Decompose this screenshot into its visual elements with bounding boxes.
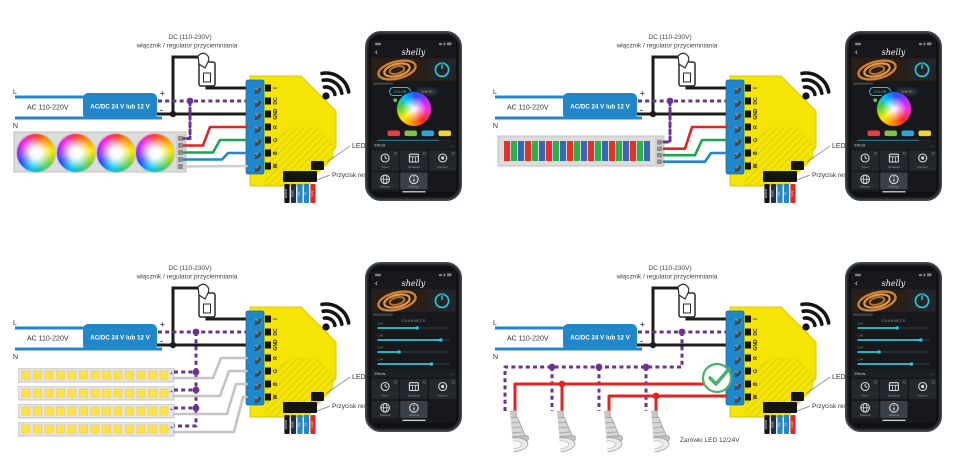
led-bulbs-label: Żarówki LED 12/24V [680, 435, 740, 444]
color-wheel [396, 92, 431, 126]
wire-plus-trunk [174, 332, 198, 428]
junction-dot [595, 363, 603, 371]
rgb-led-dot [135, 133, 175, 173]
color-wheel [876, 92, 911, 126]
quadrant-rgbw-dot-strip [13, 32, 461, 203]
wire-gray-ch1 [172, 356, 248, 380]
compatibility-check-icon [701, 362, 733, 394]
wire-gray-ch3 [172, 382, 248, 416]
wire-plus-branch [182, 99, 192, 140]
junction-dot [192, 328, 200, 336]
wire-gray-ch2 [172, 369, 248, 398]
junction-dot [192, 386, 200, 394]
junction-dot [666, 97, 674, 105]
junction-dot [192, 368, 200, 376]
wire-blue [662, 151, 728, 163]
wire-plus-branch [662, 99, 672, 144]
quadrant-rgb-segment-strip [493, 32, 941, 203]
wire-red [662, 125, 728, 150]
wire-blue [182, 151, 248, 161]
rgb-led-dot [16, 133, 56, 173]
junction-dot [186, 97, 194, 105]
quadrant-white-strips [13, 263, 461, 436]
rgb-led-dot [56, 133, 96, 173]
junction-dot [548, 363, 556, 371]
wire-gray-ch4 [172, 395, 248, 434]
junction-dot [652, 392, 660, 400]
wire-white [182, 164, 248, 168]
rgb-segments [504, 141, 650, 161]
wire-red-bus-w [607, 394, 727, 411]
wire-green [662, 138, 728, 157]
wire-red [182, 125, 248, 147]
quadrant-led-bulbs: Żarówki LED 12/24V [493, 263, 941, 453]
rgb-led-dot [96, 133, 136, 173]
wire-plus-bus [503, 332, 684, 411]
junction-dot [558, 380, 566, 388]
wire-red-bus-b [513, 382, 727, 411]
wire-green [182, 138, 248, 154]
junction-dot [192, 404, 200, 412]
junction-dot [678, 328, 686, 336]
junction-dot [642, 363, 650, 371]
